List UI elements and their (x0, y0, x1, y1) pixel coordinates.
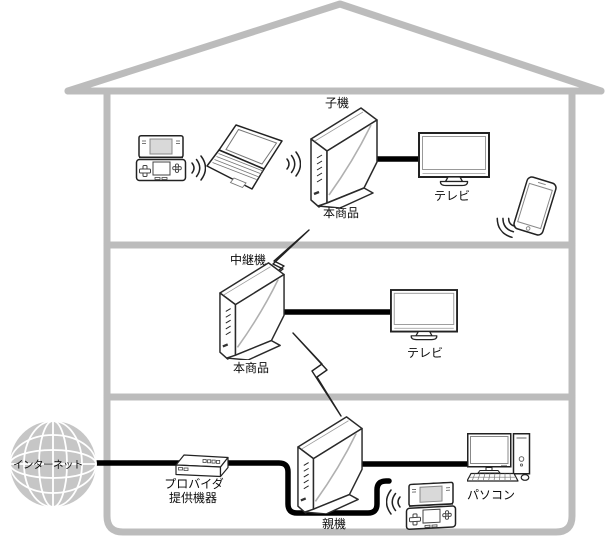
tv-icon-middle-floor (390, 289, 458, 341)
laptop-icon (206, 124, 283, 190)
house-roof (64, 0, 605, 95)
wifi-waves-icon (191, 155, 206, 181)
label-relay-unit: 中継機 (229, 253, 267, 267)
label-tv-top: テレビ (433, 189, 471, 203)
cable-internet-to-router (87, 460, 392, 516)
router-child-unit-icon (309, 106, 379, 208)
label-pc: パソコン (466, 488, 516, 502)
label-product-top: 本商品 (322, 206, 360, 220)
lightning-wireless-link-icon (292, 332, 342, 417)
label-provider-line1: プロバイダ (164, 477, 224, 491)
desktop-pc-icon (467, 433, 531, 482)
label-product-middle: 本商品 (232, 361, 270, 375)
label-parent-unit: 親機 (321, 517, 347, 531)
label-provider-line2: 提供機器 (168, 491, 218, 505)
handheld-game-console-icon-top (135, 135, 187, 182)
label-internet: インターネット (13, 459, 84, 471)
wifi-waves-icon (386, 489, 401, 515)
smartphone-icon (512, 175, 558, 237)
router-relay-unit-icon (218, 261, 286, 360)
house-walls (103, 87, 576, 536)
wifi-waves-icon (286, 151, 301, 177)
label-child-unit: 子機 (324, 96, 350, 110)
label-tv-middle: テレビ (406, 346, 444, 360)
router-parent-unit-icon (296, 415, 364, 514)
internet-globe-icon (9, 420, 97, 508)
provider-modem-icon (175, 454, 229, 478)
tv-icon-top-floor (418, 132, 490, 187)
handheld-game-console-icon-bottom (405, 481, 457, 531)
house-outline (64, 0, 605, 536)
